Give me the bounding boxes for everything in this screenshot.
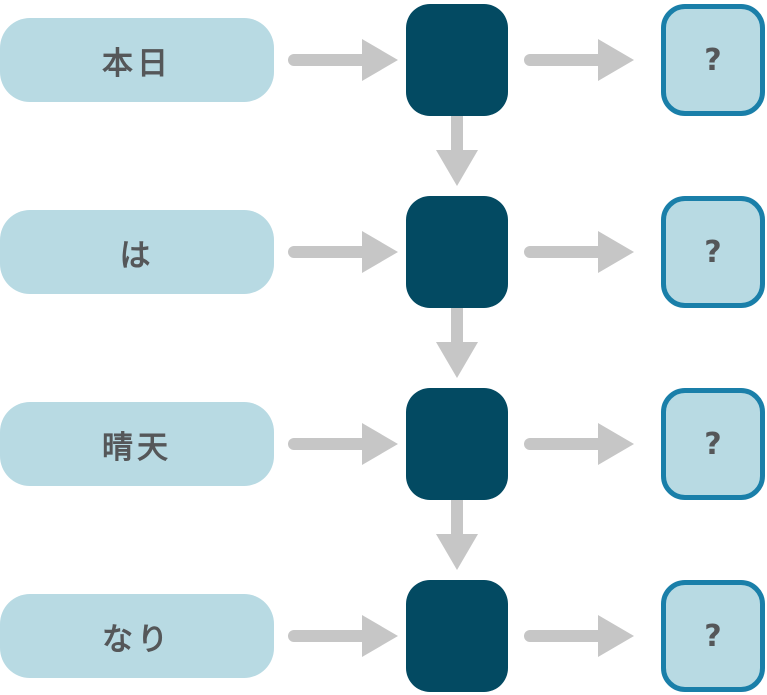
input-token-2: は <box>0 210 274 294</box>
input-arrow-2 <box>288 231 398 273</box>
input-token-3: 晴天 <box>0 402 274 486</box>
input-token-1: 本日 <box>0 18 274 102</box>
input-arrow-4 <box>288 615 398 657</box>
input-token-4: なり <box>0 594 274 678</box>
output-arrow-3 <box>524 423 634 465</box>
input-arrow-3 <box>288 423 398 465</box>
recurrent-arrow-3 <box>436 486 478 570</box>
output-box-3: ? <box>661 388 765 500</box>
recurrent-arrow-1 <box>436 102 478 186</box>
hidden-cell-4 <box>406 580 508 692</box>
output-box-2: ? <box>661 196 765 308</box>
output-arrow-2 <box>524 231 634 273</box>
hidden-cell-2 <box>406 196 508 308</box>
output-box-1: ? <box>661 4 765 116</box>
hidden-cell-1 <box>406 4 508 116</box>
input-arrow-1 <box>288 39 398 81</box>
output-box-4: ? <box>661 580 765 692</box>
output-arrow-1 <box>524 39 634 81</box>
hidden-cell-3 <box>406 388 508 500</box>
output-arrow-4 <box>524 615 634 657</box>
recurrent-arrow-2 <box>436 294 478 378</box>
